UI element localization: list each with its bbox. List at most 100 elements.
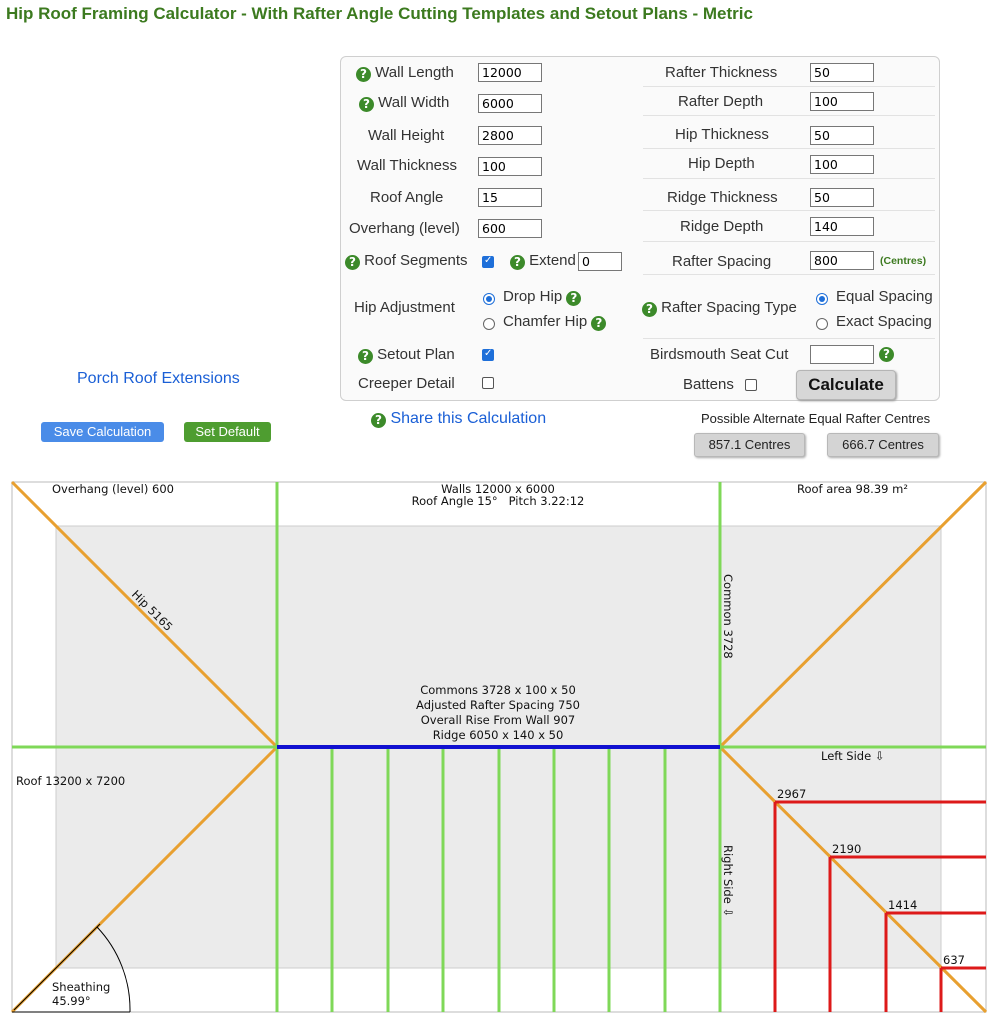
exact-spacing-label: Exact Spacing <box>836 313 932 330</box>
wall-length-row: ? Wall Length <box>356 64 454 82</box>
chamfer-hip-label: Chamfer Hip <box>503 313 588 330</box>
sheathing-angle-arc <box>96 926 131 1013</box>
ridge-depth-label: Ridge Depth <box>680 218 764 235</box>
alternate-centres-button[interactable]: 857.1 Centres <box>694 433 805 457</box>
roof-angle-input[interactable]: 15 <box>478 188 542 207</box>
sheathing-label: Sheathing <box>52 980 110 994</box>
setout-plan-checkbox[interactable] <box>482 348 494 361</box>
hip-depth-input[interactable]: 100 <box>810 155 874 174</box>
share-calculation-link[interactable]: ? Share this Calculation <box>371 410 546 428</box>
creeper-length-label: 2967 <box>777 787 806 801</box>
wall-width-input[interactable]: 6000 <box>478 94 542 113</box>
save-calculation-button[interactable]: Save Calculation <box>41 422 164 442</box>
battens-checkbox[interactable] <box>745 379 757 391</box>
hip-adjustment-label: Hip Adjustment <box>354 299 455 316</box>
wall-width-row: ? Wall Width <box>359 94 449 112</box>
divider <box>643 178 935 179</box>
creeper-detail-checkbox[interactable] <box>482 377 494 389</box>
wall-height-label: Wall Height <box>368 127 445 144</box>
hip-depth-label: Hip Depth <box>688 155 755 172</box>
help-icon[interactable]: ? <box>358 349 373 364</box>
battens-label: Battens <box>683 376 734 393</box>
help-icon[interactable]: ? <box>345 255 360 270</box>
chamfer-hip-radio[interactable] <box>483 318 495 330</box>
roof-size-label: Roof 13200 x 7200 <box>16 774 125 788</box>
wall-width-label: Wall Width <box>378 94 450 111</box>
divider <box>643 210 935 211</box>
roof-segments-checkbox[interactable] <box>482 255 494 268</box>
overhang-label: Overhang (level) <box>349 220 460 237</box>
birdsmouth-input[interactable] <box>810 345 874 364</box>
chamfer-hip-option: Chamfer Hip ? <box>503 313 607 331</box>
rafter-spacing-type-row: ? Rafter Spacing Type <box>642 299 797 317</box>
calculate-button[interactable]: Calculate <box>796 370 896 400</box>
alternate-centres-label: Possible Alternate Equal Rafter Centres <box>701 411 931 426</box>
rafter-spacing-unit: (Centres) <box>880 255 927 267</box>
help-icon[interactable]: ? <box>356 67 371 82</box>
hip-thickness-label: Hip Thickness <box>675 126 769 143</box>
ridge-thickness-input[interactable]: 50 <box>810 188 874 207</box>
summary-line: Commons 3728 x 100 x 50 <box>420 683 576 697</box>
creeper-detail-label: Creeper Detail <box>358 375 455 392</box>
divider <box>643 241 935 242</box>
setout-plan-label: Setout Plan <box>377 346 455 363</box>
help-icon[interactable]: ? <box>642 302 657 317</box>
help-icon[interactable]: ? <box>359 97 374 112</box>
wall-length-input[interactable]: 12000 <box>478 63 542 82</box>
roof-angle-pitch-label: Roof Angle 15° Pitch 3.22:12 <box>412 494 585 508</box>
rafter-spacing-label: Rafter Spacing <box>672 253 772 270</box>
ridge-depth-input[interactable]: 140 <box>810 217 874 236</box>
divider <box>643 148 935 149</box>
divider <box>643 274 935 275</box>
overhang-input[interactable]: 600 <box>478 219 542 238</box>
hip-line <box>718 480 988 749</box>
roof-area-label: Roof area 98.39 m² <box>797 482 908 496</box>
extend-row: ? Extend <box>510 252 576 270</box>
extend-input[interactable]: 0 <box>578 252 622 271</box>
sheathing-angle-label: 45.99° <box>52 994 91 1008</box>
rafter-spacing-input[interactable]: 800 <box>810 251 874 270</box>
drop-hip-option: Drop Hip ? <box>503 288 582 306</box>
alternate-centres-button[interactable]: 666.7 Centres <box>827 433 939 457</box>
help-icon[interactable]: ? <box>371 413 386 428</box>
divider <box>643 115 935 116</box>
help-icon[interactable]: ? <box>591 316 607 331</box>
equal-spacing-label: Equal Spacing <box>836 288 933 305</box>
summary-line: Ridge 6050 x 140 x 50 <box>433 728 564 742</box>
wall-length-label: Wall Length <box>375 64 454 81</box>
right-side-label: Right Side ⇩ <box>721 845 735 917</box>
drop-hip-label: Drop Hip <box>503 288 563 305</box>
setout-plan-row: ? Setout Plan <box>358 346 455 364</box>
rafter-thickness-input[interactable]: 50 <box>810 63 874 82</box>
help-icon[interactable]: ? <box>566 291 582 306</box>
wall-height-input[interactable]: 2800 <box>478 126 542 145</box>
rafter-thickness-label: Rafter Thickness <box>665 64 778 81</box>
page-title: Hip Roof Framing Calculator - With Rafte… <box>6 4 753 23</box>
wall-thickness-label: Wall Thickness <box>357 157 458 174</box>
ridge-thickness-label: Ridge Thickness <box>667 189 778 206</box>
walls-plan-label: Walls 12000 x 6000 <box>441 482 555 496</box>
sheathing-line <box>13 923 101 1011</box>
hip-line <box>10 480 279 749</box>
rafter-depth-label: Rafter Depth <box>678 93 764 110</box>
divider <box>643 338 935 339</box>
overhang-plan-label: Overhang (level) 600 <box>52 482 174 496</box>
summary-line: Adjusted Rafter Spacing 750 <box>416 698 580 712</box>
roof-segments-label: Roof Segments <box>364 252 468 269</box>
common-length-label: Common 3728 <box>721 574 735 659</box>
exact-spacing-radio[interactable] <box>816 318 828 330</box>
summary-line: Overall Rise From Wall 907 <box>421 713 576 727</box>
share-calculation-label: Share this Calculation <box>390 410 547 427</box>
divider <box>643 86 935 87</box>
help-icon[interactable]: ? <box>879 347 894 362</box>
roof-angle-label: Roof Angle <box>370 189 444 206</box>
left-side-label: Left Side ⇩ <box>821 749 884 763</box>
drop-hip-radio[interactable] <box>483 293 495 305</box>
equal-spacing-radio[interactable] <box>816 293 828 305</box>
rafter-depth-input[interactable]: 100 <box>810 92 874 111</box>
help-icon[interactable]: ? <box>510 255 525 270</box>
wall-thickness-input[interactable]: 100 <box>478 157 542 176</box>
hip-thickness-input[interactable]: 50 <box>810 126 874 145</box>
porch-roof-extensions-link[interactable]: Porch Roof Extensions <box>77 370 240 387</box>
set-default-button[interactable]: Set Default <box>184 422 271 442</box>
